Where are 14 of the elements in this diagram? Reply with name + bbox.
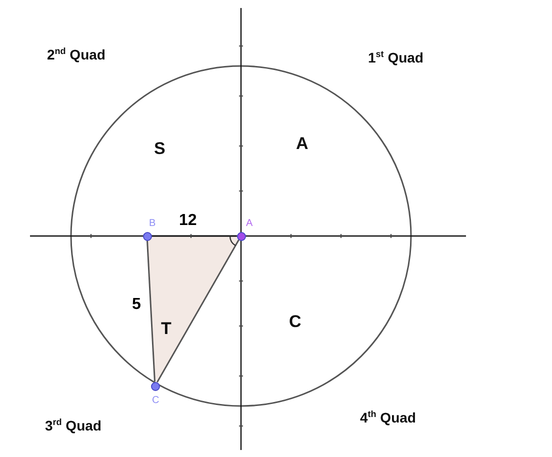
quadrant-letter: C: [289, 313, 302, 330]
quadrant-label: 2$^{nd}$ Quad: [47, 47, 106, 62]
triangle-letter: T: [161, 320, 172, 337]
quadrant-letter: S: [154, 140, 166, 157]
triangle-side: [146, 240, 156, 382]
triangle-side: [152, 235, 236, 237]
quadrant-label: 3$^{rd}$ Quad: [45, 418, 102, 433]
triangle-side: [156, 240, 240, 382]
quadrant-letter: A: [296, 135, 308, 152]
point-label: B: [149, 219, 156, 229]
quadrant-label: 4$^{th}$ Quad: [360, 410, 416, 425]
point-label: C: [152, 396, 160, 406]
quadrant-label: 1$^{st}$ Quad: [368, 50, 424, 65]
point-label: A: [246, 219, 253, 229]
